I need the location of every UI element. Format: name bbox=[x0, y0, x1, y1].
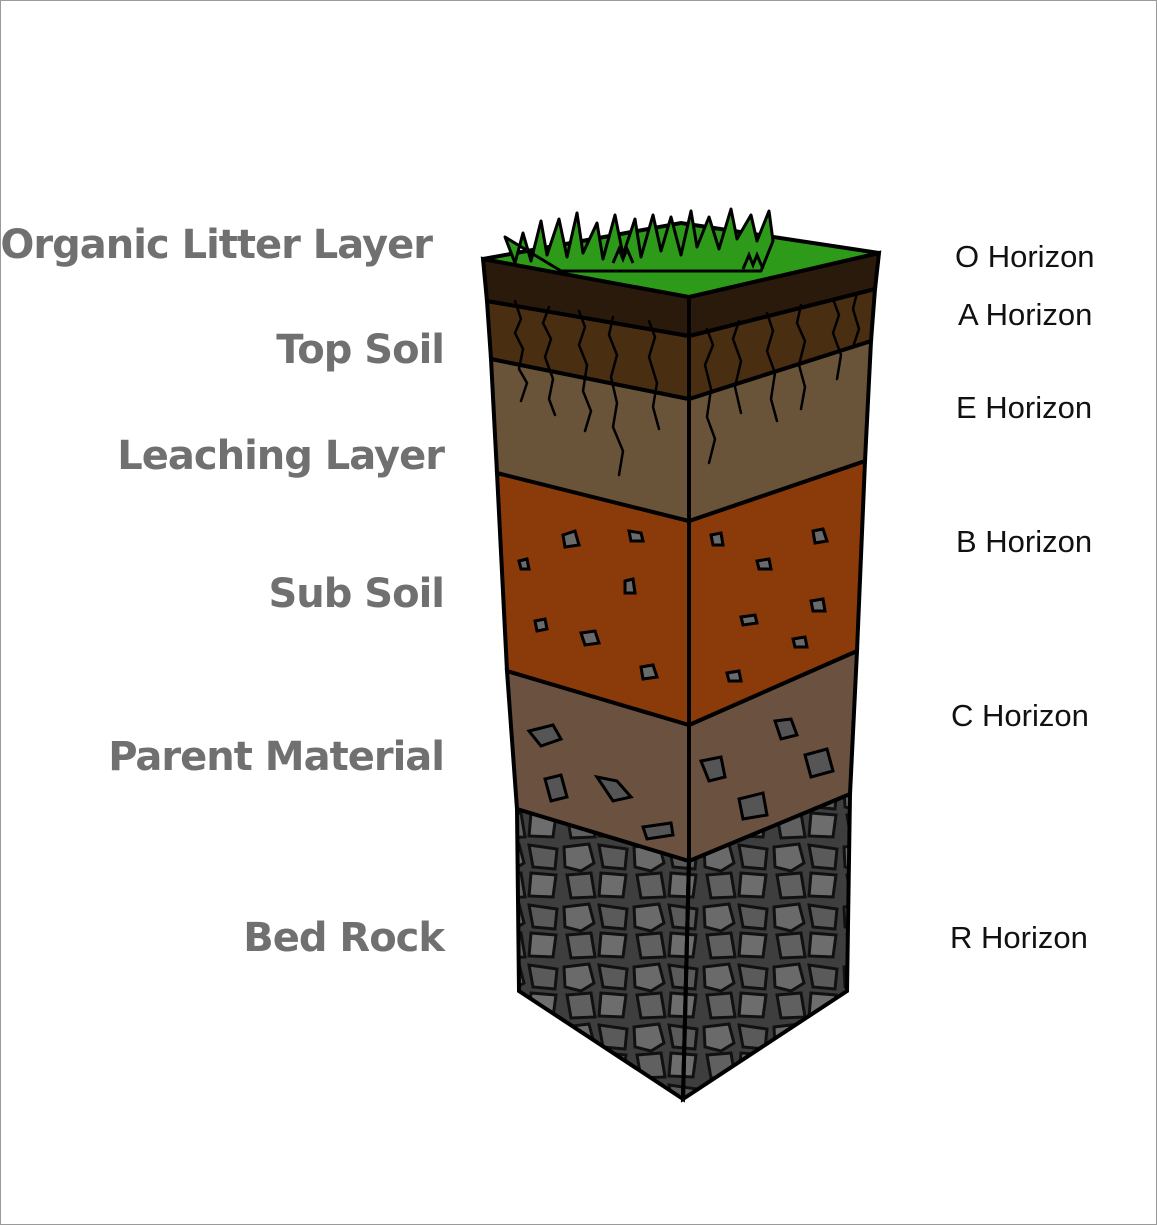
grass-blades bbox=[503, 207, 775, 273]
pebble bbox=[517, 557, 531, 571]
grass-tuft bbox=[741, 251, 765, 270]
roots bbox=[513, 291, 861, 477]
pebble bbox=[739, 613, 759, 627]
pebble bbox=[725, 669, 743, 683]
pebble bbox=[593, 774, 634, 803]
pebble bbox=[755, 557, 773, 571]
label-a-horizon: A Horizon bbox=[958, 297, 1093, 332]
pebble bbox=[772, 717, 799, 741]
pebble bbox=[533, 617, 549, 633]
label-leaching-layer: Leaching Layer bbox=[117, 433, 445, 479]
pebble bbox=[737, 791, 769, 821]
pebble bbox=[698, 755, 727, 783]
pebble bbox=[709, 531, 725, 547]
pebble bbox=[639, 663, 659, 681]
pebble bbox=[543, 773, 569, 803]
label-r-horizon: R Horizon bbox=[950, 920, 1088, 955]
label-o-horizon: O Horizon bbox=[955, 239, 1095, 274]
grass-top bbox=[482, 207, 880, 300]
label-top-soil: Top Soil bbox=[276, 327, 445, 373]
label-e-horizon: E Horizon bbox=[956, 390, 1093, 425]
pebble bbox=[627, 529, 645, 543]
pebble bbox=[811, 527, 829, 545]
pebble bbox=[791, 635, 809, 649]
pebble bbox=[803, 747, 835, 779]
label-parent-material: Parent Material bbox=[108, 734, 445, 780]
label-c-horizon: C Horizon bbox=[951, 698, 1089, 733]
pebble bbox=[526, 723, 564, 748]
label-organic-litter-layer: Organic Litter Layer bbox=[0, 222, 433, 268]
pebble bbox=[809, 597, 827, 613]
label-sub-soil: Sub Soil bbox=[268, 571, 445, 617]
grass-tuft bbox=[611, 245, 635, 264]
pebble bbox=[623, 577, 637, 595]
pebble bbox=[561, 529, 581, 549]
label-b-horizon: B Horizon bbox=[956, 524, 1093, 559]
front-edge bbox=[681, 297, 691, 1100]
pebble bbox=[641, 821, 675, 841]
label-bed-rock: Bed Rock bbox=[243, 915, 445, 961]
pebble bbox=[579, 629, 601, 647]
